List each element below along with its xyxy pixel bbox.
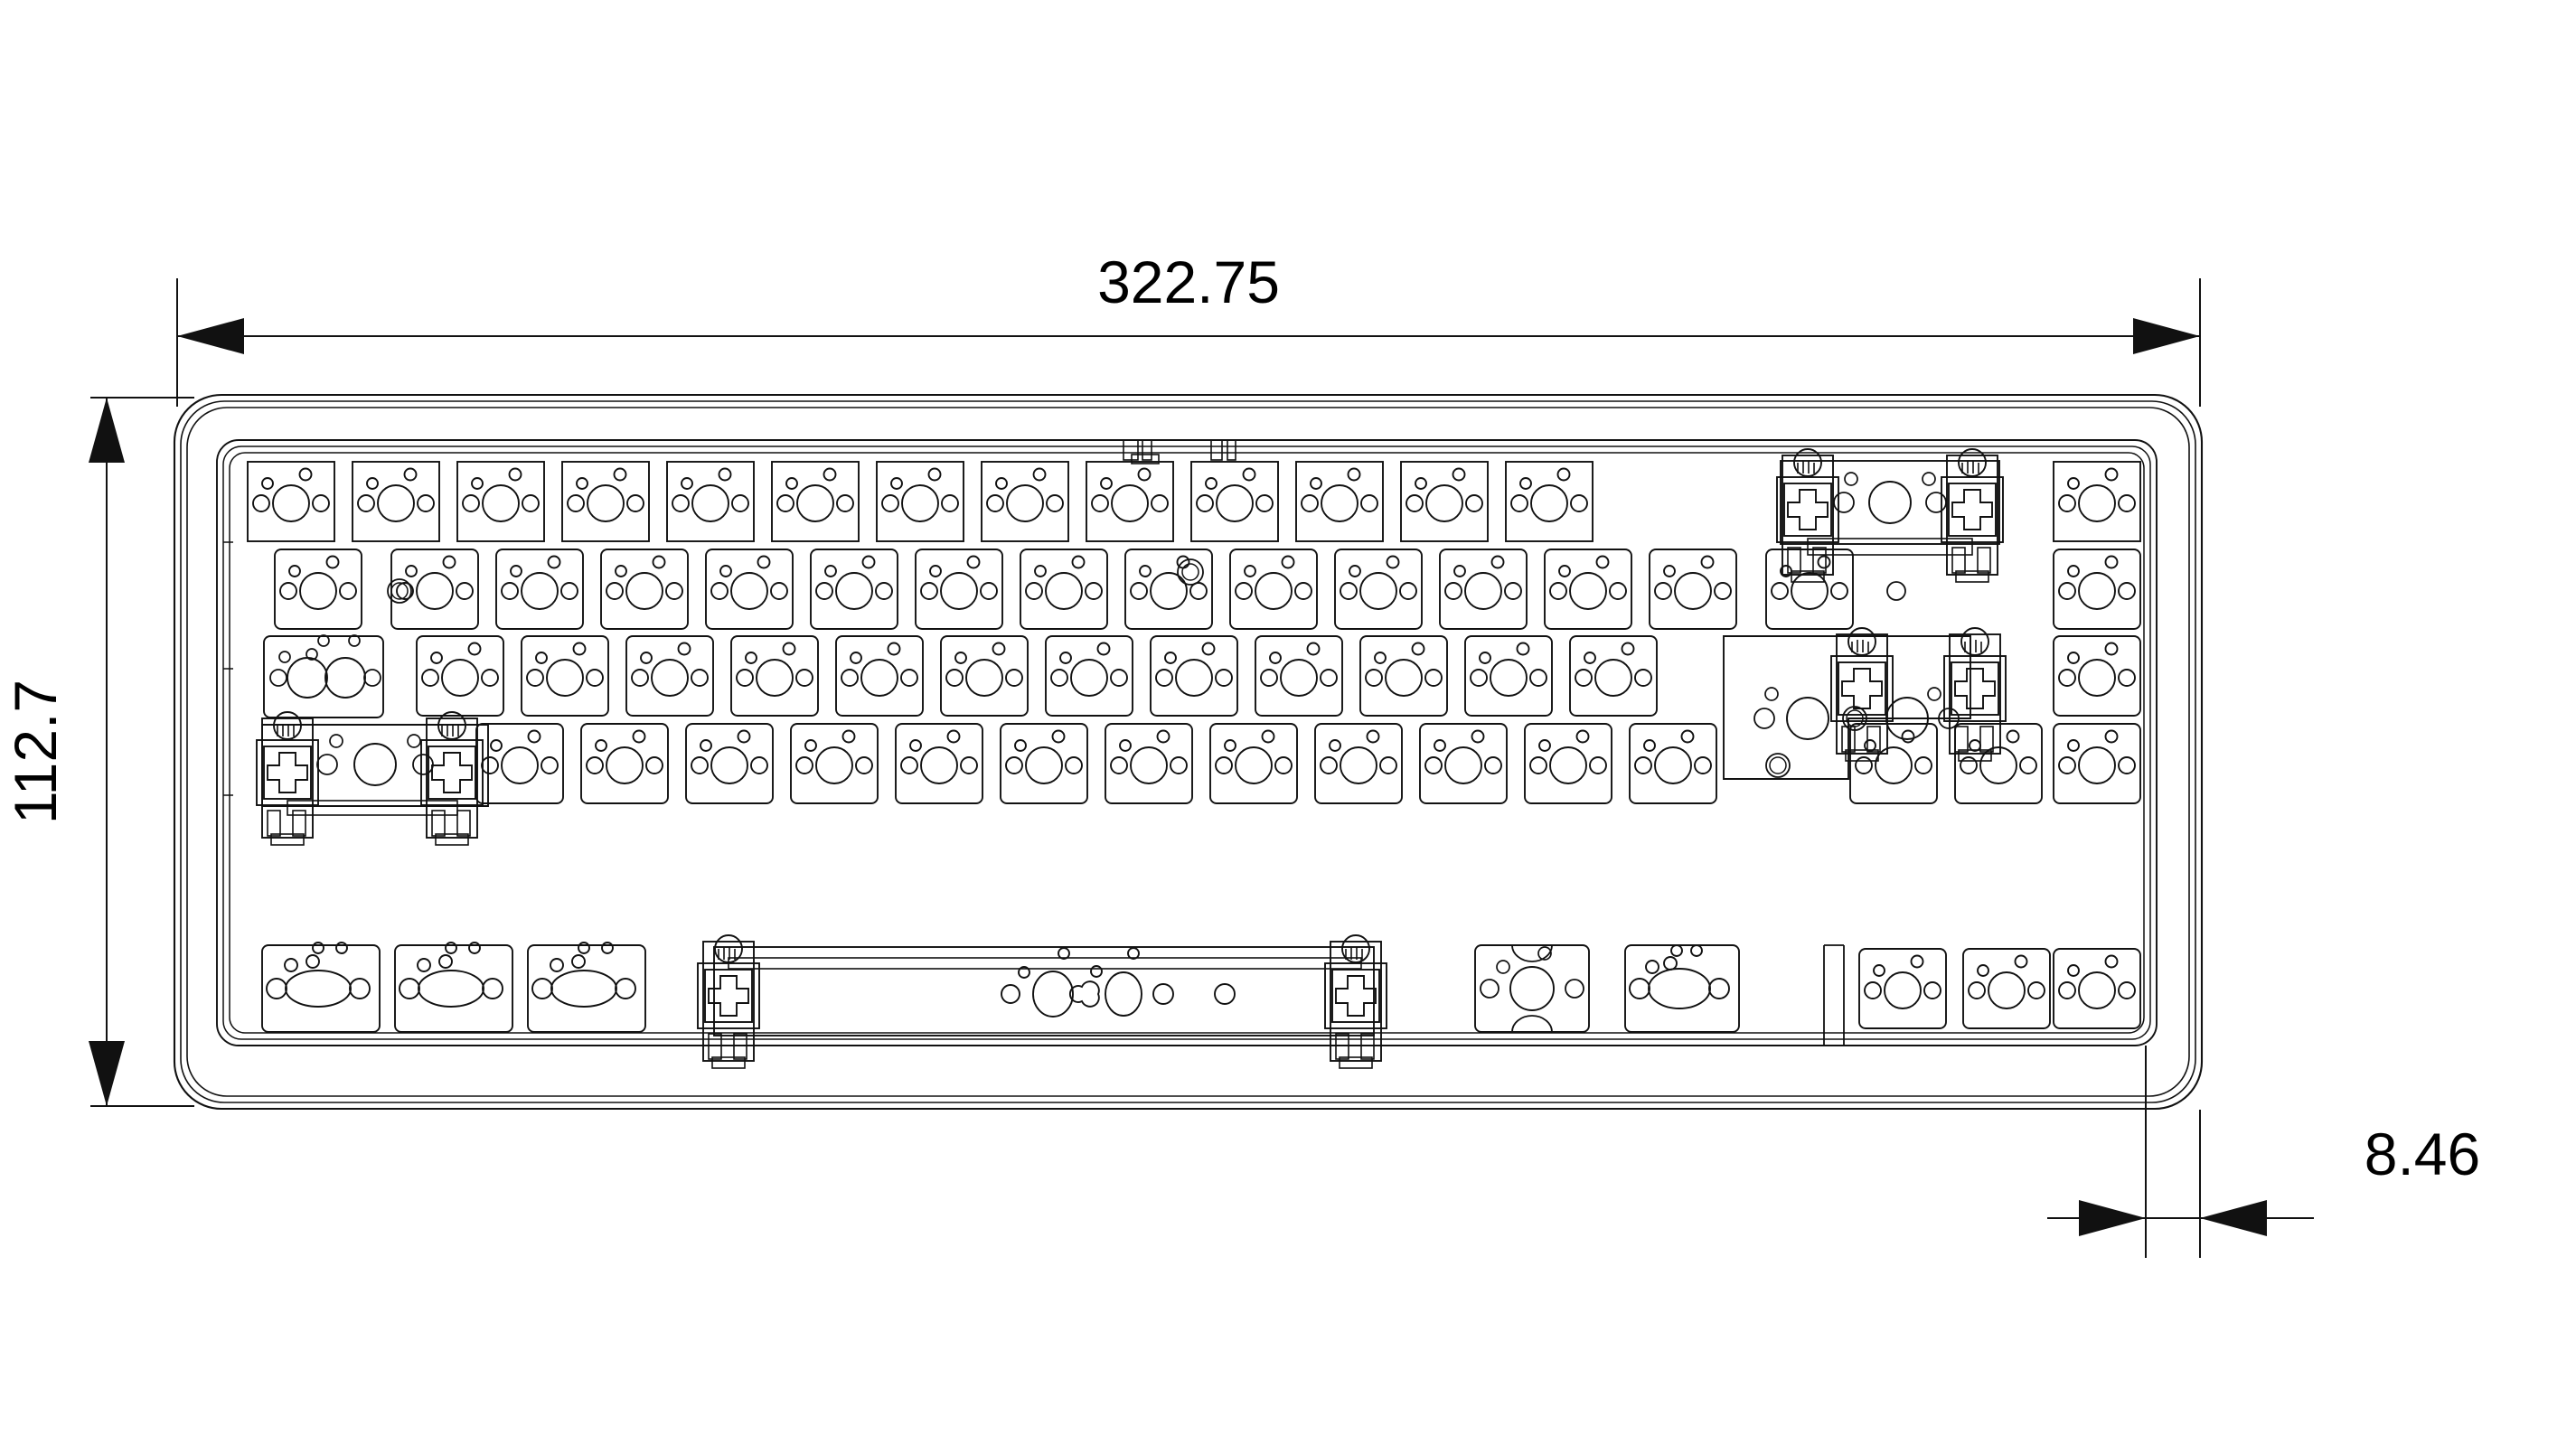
dimension-overall-width: 322.75 bbox=[176, 249, 2201, 407]
switch-row-bottom bbox=[261, 942, 2141, 1046]
dimension-edge-offset: 8.46 bbox=[2047, 1046, 2480, 1258]
caps-lock-cutout bbox=[263, 634, 384, 718]
spacebar-assembly bbox=[697, 934, 1387, 1069]
dimension-overall-height: 112.7 bbox=[2, 397, 194, 1107]
dimension-label-edge-offset: 8.46 bbox=[2364, 1121, 2480, 1187]
bottom-right-keys bbox=[1474, 944, 2141, 1033]
case-outline bbox=[173, 393, 2204, 1111]
stabilized-key-left-shift bbox=[256, 711, 489, 846]
switch-row-caps bbox=[263, 634, 2141, 718]
switch-row-number bbox=[247, 461, 2141, 542]
dimension-label-height: 112.7 bbox=[2, 680, 69, 824]
switch-row-shift bbox=[475, 723, 2141, 804]
switch-row-tab bbox=[274, 549, 2141, 630]
dimension-label-width: 322.75 bbox=[1097, 249, 1280, 315]
stabilized-key-enter bbox=[1723, 627, 2007, 780]
plate-outline bbox=[216, 439, 2158, 1046]
stabilized-key-backspace bbox=[1776, 448, 2004, 583]
usb-connector-cutout bbox=[1123, 439, 1236, 586]
bottom-left-multilayout bbox=[261, 942, 646, 1033]
